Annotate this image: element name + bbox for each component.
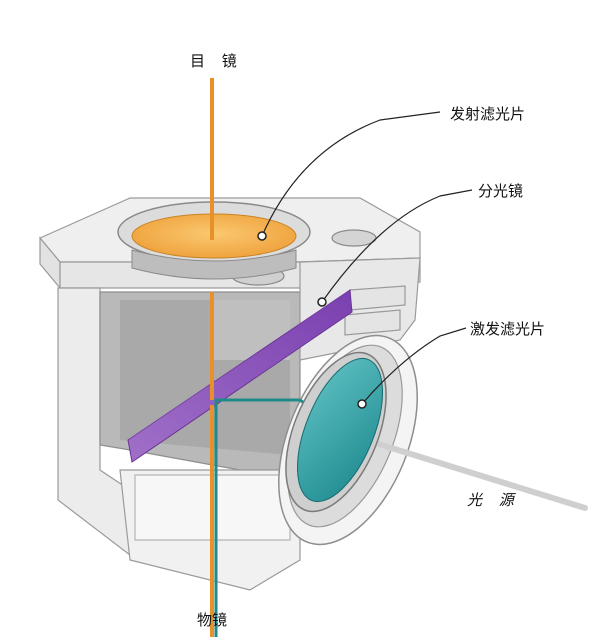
dot-emission-filter <box>257 231 267 241</box>
leader-excitation-filter <box>361 327 467 405</box>
emission-filter-rim <box>131 249 297 280</box>
leader-lines <box>261 111 473 405</box>
dichroic-mirror-face <box>128 290 350 440</box>
light-source-ray <box>337 429 588 511</box>
label-dichroic-mirror: 分光镜 <box>478 182 524 200</box>
dot-dichroic-mirror <box>317 297 327 307</box>
housing-step-2 <box>344 309 401 336</box>
excitation-filter <box>285 351 387 513</box>
label-excitation-filter: 激发滤光片 <box>470 320 546 338</box>
leader-dots <box>257 231 367 409</box>
leader-dichroic-mirror <box>321 189 473 303</box>
label-eyepiece: 目 镜 <box>190 52 243 70</box>
housing-top-hole <box>331 229 377 247</box>
label-light-source: 光 源 <box>467 491 520 509</box>
dot-excitation-filter <box>357 399 367 409</box>
excitation-filter-glass <box>297 357 383 503</box>
label-emission-filter: 发射滤光片 <box>450 105 526 123</box>
label-objective: 物镜 <box>197 611 228 629</box>
leader-emission-filter <box>261 111 441 237</box>
